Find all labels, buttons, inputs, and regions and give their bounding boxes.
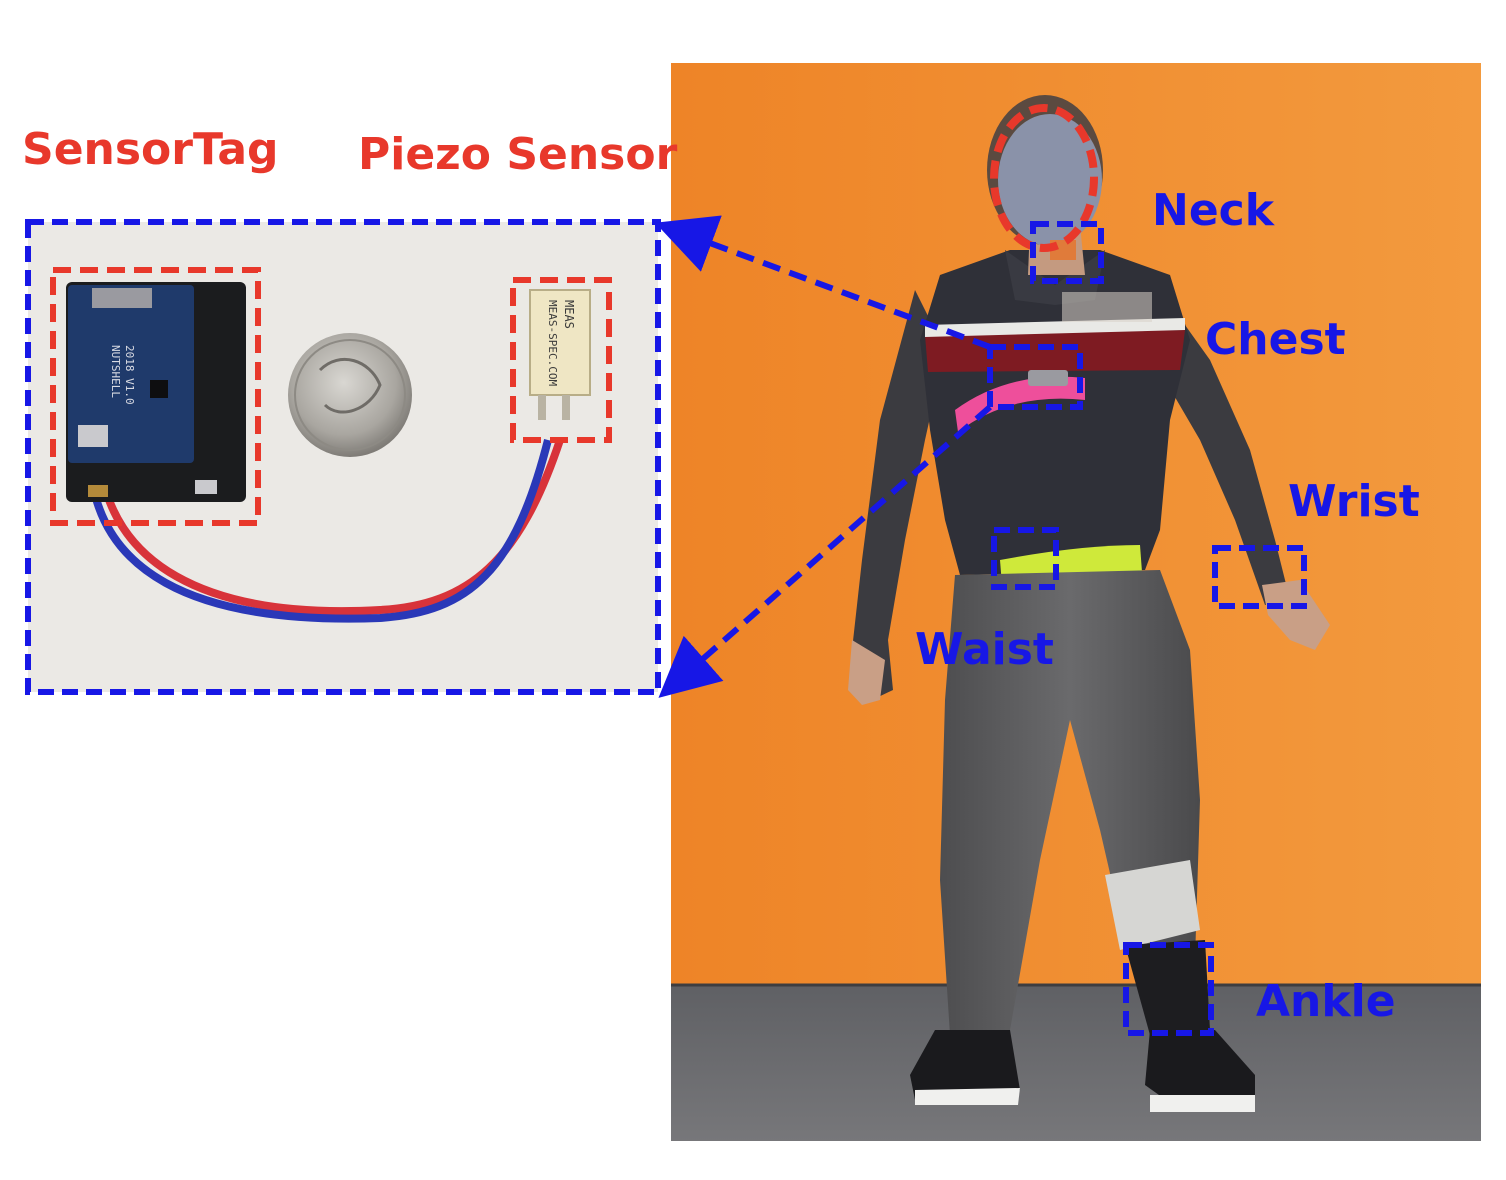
- pcb-version-text: 2018 V1.0: [123, 345, 136, 405]
- sensortag-box: [50, 267, 261, 526]
- ankle-leg-wrap: [1105, 860, 1200, 950]
- piezo-box: [510, 277, 612, 443]
- left-shoe-sole: [915, 1088, 1020, 1105]
- left-hand: [848, 640, 885, 705]
- coin: [288, 333, 412, 457]
- sensortag-pcb: [68, 285, 194, 463]
- piezo-url-text: MEAS-SPEC.COM: [546, 300, 559, 386]
- neck-box: [1030, 221, 1104, 284]
- wrist-label: Wrist: [1288, 476, 1420, 527]
- pcb-connector: [92, 288, 152, 308]
- person-photo: [671, 63, 1481, 1141]
- right-shoe: [1145, 1030, 1255, 1110]
- collar: [1005, 250, 1105, 305]
- left-arm: [852, 290, 945, 700]
- right-arm: [1160, 290, 1290, 605]
- piezo-sensor-label: Piezo Sensor: [358, 129, 678, 180]
- chest-strap: [955, 376, 1085, 432]
- sensor-inset: NUTSHELL 2018 V1.0 MEAS MEAS-SPEC.COM: [25, 219, 661, 695]
- neck-label: Neck: [1152, 185, 1275, 236]
- left-shoe: [910, 1030, 1020, 1105]
- ankle-label: Ankle: [1256, 976, 1396, 1027]
- pcb-nutshell-text: NUTSHELL: [109, 345, 122, 398]
- shirt-stripe-red: [925, 330, 1185, 372]
- chest-sensor-device: [1028, 370, 1068, 386]
- chest-label: Chest: [1205, 314, 1346, 365]
- sensortag-label: SensorTag: [22, 124, 279, 175]
- right-hand: [1262, 580, 1330, 650]
- wrist-box: [1212, 545, 1307, 609]
- arrow-to-inset-top: [655, 215, 992, 350]
- chest-box: [987, 344, 1083, 410]
- face-occlusion-ellipse: [990, 104, 1098, 252]
- ankle-brace: [1125, 940, 1210, 1035]
- shirt-logo: [1062, 292, 1152, 322]
- waist-label: Waist: [915, 624, 1054, 675]
- arrow-to-inset-bottom: [658, 404, 992, 698]
- blurred-face: [998, 114, 1102, 246]
- right-shoe-sole: [1150, 1095, 1255, 1112]
- connector-arrows: [655, 215, 992, 698]
- piezo-film: [529, 289, 591, 396]
- inset-border: [25, 219, 661, 695]
- pcb-pads: [78, 425, 108, 447]
- waist-box: [991, 527, 1059, 590]
- blue-wire: [86, 439, 552, 623]
- piezo-meas-text: MEAS: [562, 300, 576, 329]
- carpet-floor: [671, 985, 1481, 1141]
- shirt-stripe-white: [925, 318, 1185, 337]
- ankle-box: [1123, 942, 1214, 1036]
